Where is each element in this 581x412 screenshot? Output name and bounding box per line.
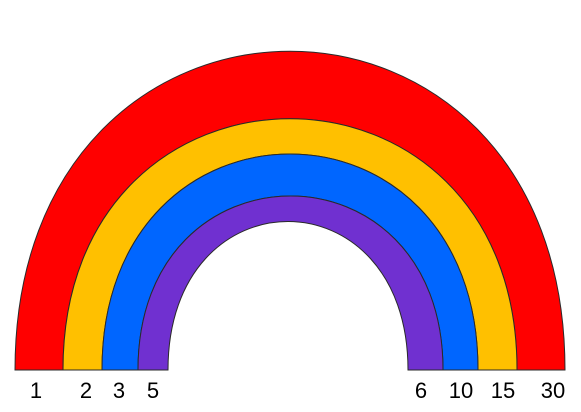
label-right-3: 15 (491, 380, 515, 402)
label-left-1: 1 (30, 380, 42, 402)
label-right-2: 10 (449, 380, 473, 402)
label-right-1: 6 (415, 380, 427, 402)
label-right-4: 30 (541, 380, 565, 402)
label-left-3: 3 (113, 380, 125, 402)
label-left-2: 2 (80, 380, 92, 402)
label-left-4: 5 (147, 380, 159, 402)
